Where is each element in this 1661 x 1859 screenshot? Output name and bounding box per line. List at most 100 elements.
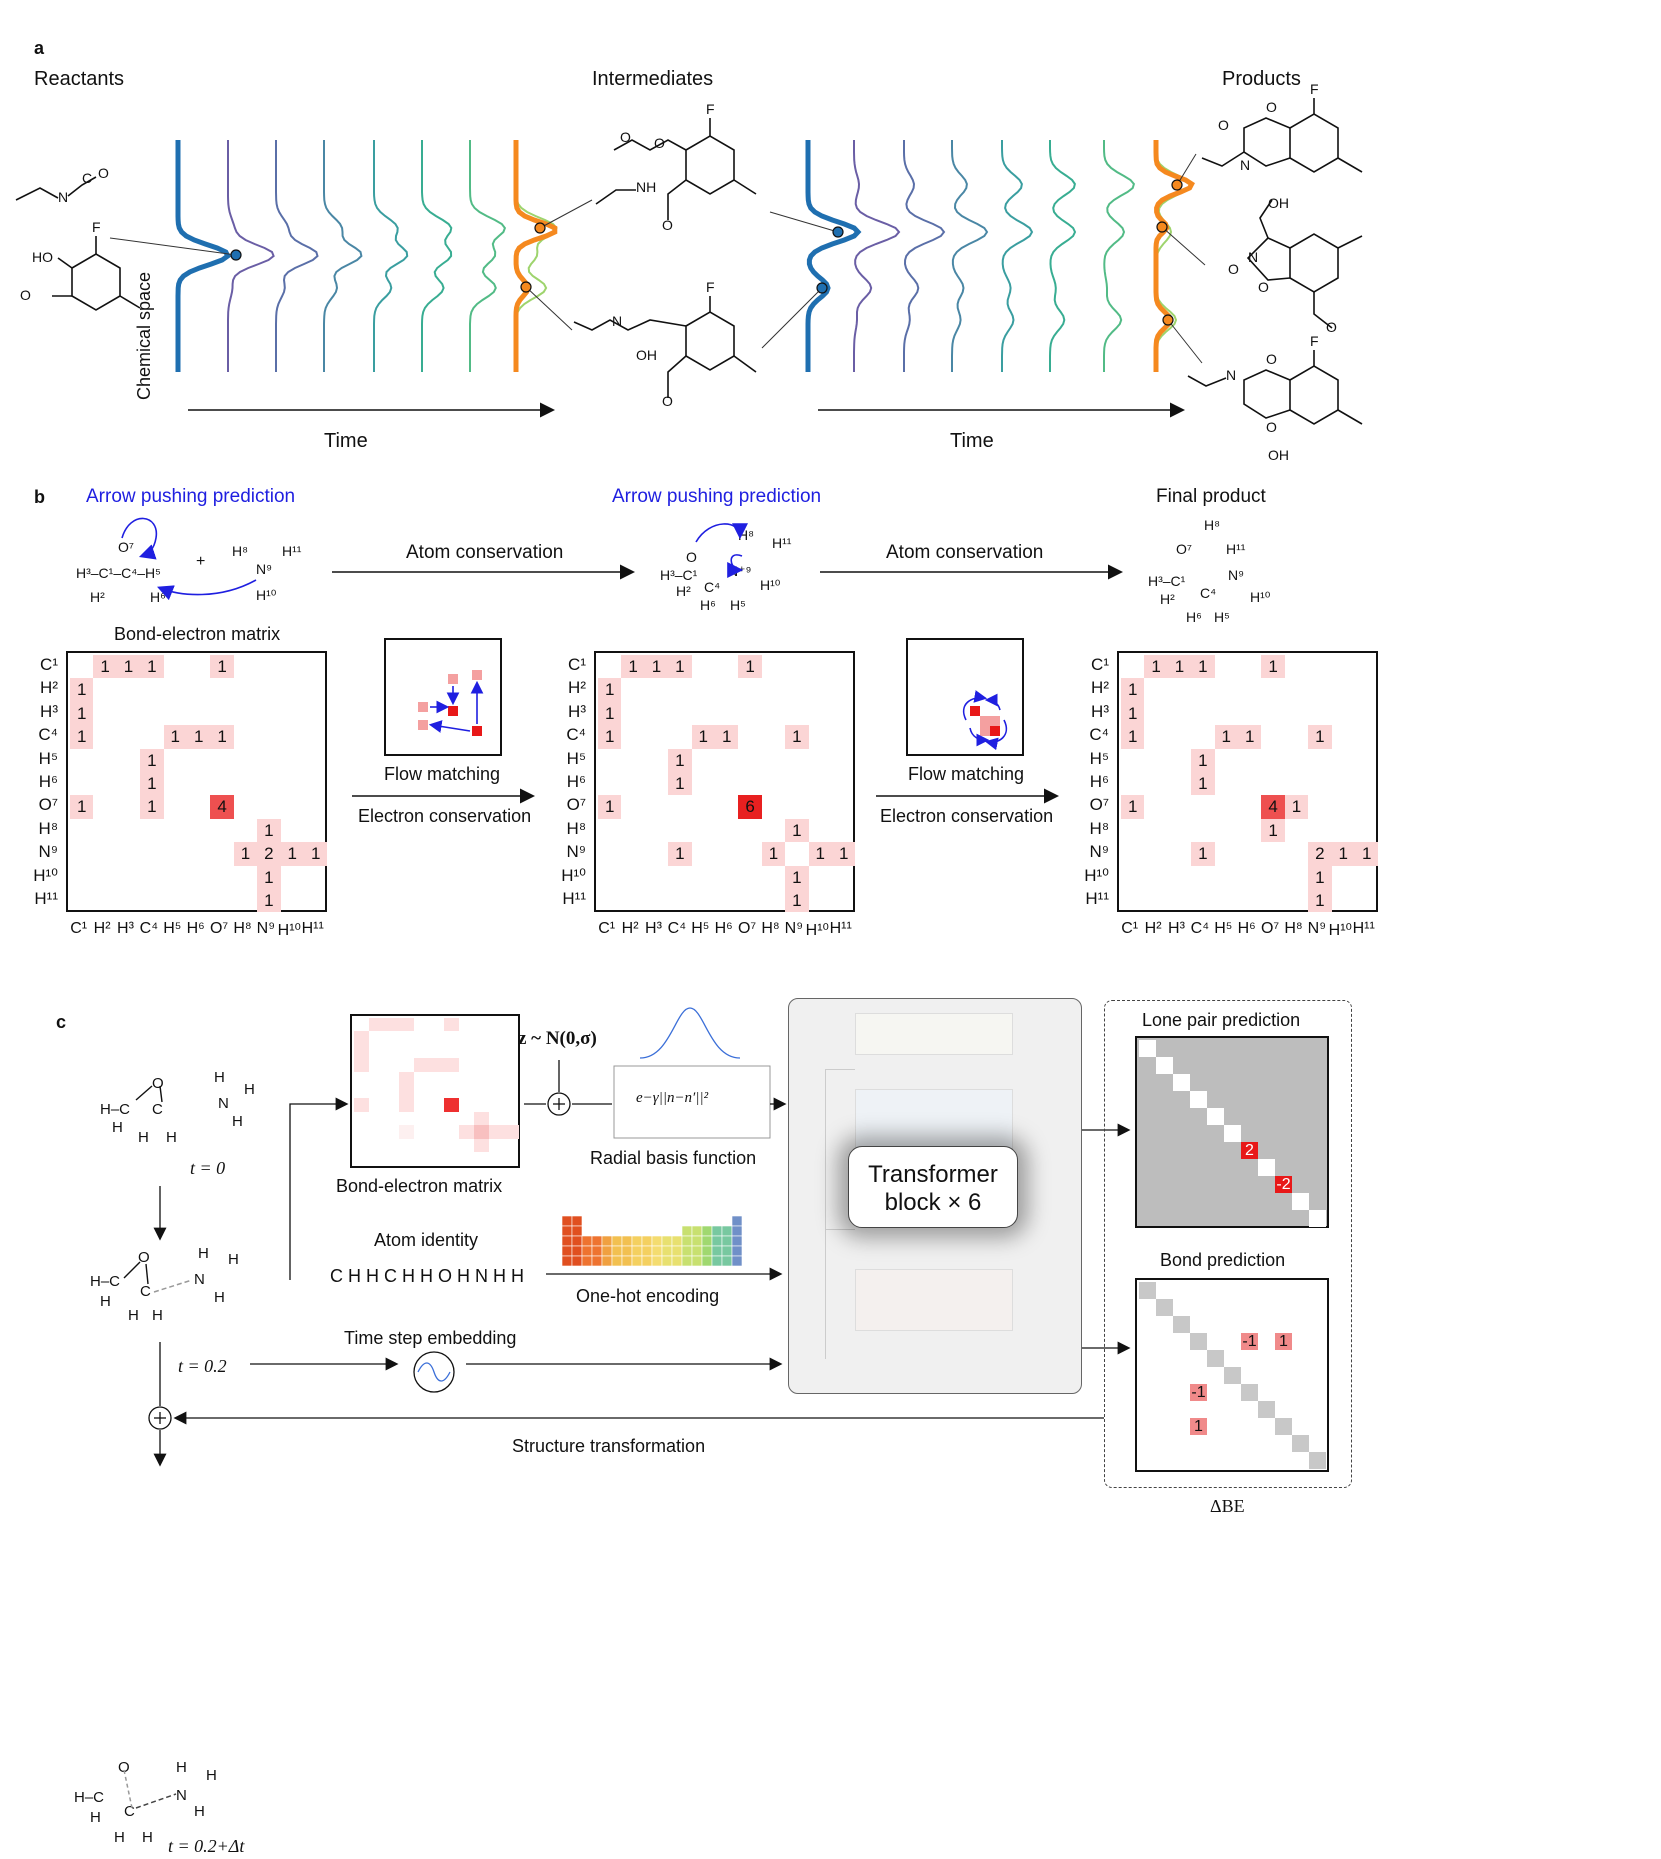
svg-text:H: H: [228, 1251, 239, 1268]
periodic-table-cell: [701, 1245, 713, 1257]
matrix-cell: 1: [668, 748, 692, 772]
matrix-col-label: H¹¹: [1352, 920, 1375, 937]
matrix-row-label: H²: [40, 678, 58, 698]
bond-diagonal-cell: [1309, 1452, 1326, 1469]
periodic-table-cell: [641, 1245, 653, 1257]
matrix-cell: 1: [70, 725, 94, 749]
flow-matching-label-1: Flow matching: [384, 764, 501, 784]
matrix-cell: 1: [1121, 678, 1145, 702]
one-hot-label: One-hot encoding: [576, 1286, 720, 1306]
matrix-cell: 1: [187, 725, 211, 749]
matrix-col-label: O⁷: [209, 920, 229, 937]
matrix-cell: 1: [1308, 889, 1332, 913]
atom-identity-label: Atom identity: [374, 1230, 479, 1250]
final-product-label: Final product: [1156, 486, 1266, 507]
svg-text:H¹⁰: H¹⁰: [760, 577, 781, 593]
periodic-table-cell: [671, 1235, 683, 1247]
matrix-cell: 1: [280, 842, 304, 866]
small-matrix-cell: [444, 1058, 459, 1072]
small-matrix-cell: [459, 1125, 474, 1139]
lone-pair-diagonal-cell: [1139, 1040, 1156, 1057]
matrix-cell: 1: [140, 748, 164, 772]
svg-text:H⁶: H⁶: [1186, 609, 1202, 625]
matrix-cell: 1: [1214, 725, 1238, 749]
svg-text:F: F: [1310, 333, 1319, 349]
small-matrix-cell: [399, 1071, 414, 1085]
electron-conservation-label-1: Electron conservation: [358, 806, 532, 826]
svg-text:H¹¹: H¹¹: [772, 535, 792, 551]
svg-text:N: N: [1226, 367, 1236, 383]
matrix-cell: 1: [140, 772, 164, 796]
lone-pair-diagonal-cell: [1224, 1125, 1241, 1142]
small-matrix-cell: [354, 1058, 369, 1072]
matrix-cell: 1: [116, 655, 141, 679]
svg-text:H²: H²: [1160, 591, 1175, 607]
periodic-table-cell: [681, 1225, 693, 1237]
small-matrix-cell: [444, 1098, 459, 1112]
bond-diagonal-cell: [1156, 1299, 1173, 1316]
matrix-col-label: H³: [645, 920, 662, 937]
matrix-col-label: H²: [621, 920, 639, 937]
bond-diagonal-cell: [1292, 1435, 1309, 1452]
bond-diagonal-cell: [1241, 1384, 1258, 1401]
periodic-table-cell: [681, 1235, 693, 1247]
matrix-row-label: H³: [40, 701, 58, 721]
svg-text:H¹⁰: H¹⁰: [256, 587, 277, 603]
lone-pair-diagonal-cell: [1173, 1074, 1190, 1091]
matrix-cell: 1: [668, 655, 692, 679]
electron-conservation-label-2: Electron conservation: [880, 806, 1054, 826]
svg-text:O: O: [98, 165, 109, 181]
periodic-table-cell: [721, 1245, 733, 1257]
periodic-table-cell: [611, 1245, 623, 1257]
svg-text:N: N: [194, 1271, 205, 1288]
periodic-table-cell: [641, 1235, 653, 1247]
small-matrix-cell: [474, 1138, 489, 1152]
matrix-row-label: H¹¹: [34, 889, 58, 908]
small-matrix-cell: [354, 1044, 369, 1059]
svg-text:H: H: [194, 1803, 205, 1820]
svg-text:H⁵: H⁵: [730, 597, 746, 613]
reactants-label: Reactants: [34, 68, 125, 90]
small-matrix-cell: [399, 1018, 414, 1032]
matrix-row-label: H⁶: [38, 772, 58, 791]
matrix-cell: 1: [691, 725, 715, 749]
bond-prediction-label: Bond prediction: [1160, 1250, 1286, 1270]
matrix-cell: 6: [738, 795, 762, 819]
small-matrix-cell: [399, 1085, 414, 1099]
bond-electron-matrix-label: Bond-electron matrix: [114, 624, 281, 644]
matrix-row-label: H²: [568, 678, 586, 698]
svg-text:H: H: [142, 1829, 153, 1846]
periodic-table-cell: [581, 1235, 593, 1247]
lone-pair-matrix: 2-2: [1135, 1036, 1329, 1228]
svg-text:H²: H²: [90, 589, 105, 605]
matrix-col-label: O⁷: [737, 920, 757, 937]
matrix-row-label: H⁵: [566, 748, 586, 768]
periodic-table-cell: [671, 1245, 683, 1257]
periodic-table-cell: [571, 1215, 583, 1227]
periodic-table-cell: [711, 1255, 723, 1267]
svg-text:H–C: H–C: [90, 1273, 120, 1290]
svg-text:H¹¹: H¹¹: [1226, 541, 1246, 557]
matrix-col-label: H²: [1144, 920, 1162, 937]
svg-text:H⁶: H⁶: [700, 597, 716, 613]
matrix-row-label: C¹: [40, 655, 58, 674]
matrix-row-label: O⁷: [38, 795, 58, 815]
t0-label: t = 0: [190, 1158, 226, 1178]
arrow-pushing-label-1: Arrow pushing prediction: [86, 486, 296, 507]
matrix-cell: 1: [621, 655, 645, 679]
matrix-col-label: H¹¹: [829, 920, 852, 937]
svg-text:H⁶: H⁶: [150, 589, 166, 605]
matrix-cell: 1: [210, 655, 234, 679]
transformer-block: Transformer block × 6: [848, 1146, 1018, 1228]
svg-text:H: H: [114, 1829, 125, 1846]
bond-value-cell: 1: [1275, 1333, 1292, 1350]
bond-diagonal-cell: [1224, 1367, 1241, 1384]
lone-pair-diagonal-cell: [1309, 1210, 1326, 1227]
svg-text:N⁹: N⁹: [256, 561, 272, 577]
distribution-curve: [175, 140, 231, 372]
svg-text:F: F: [706, 279, 715, 295]
matrix-cell: 1: [304, 842, 328, 866]
structure-transformation-label: Structure transformation: [512, 1436, 706, 1456]
matrix-cell: 4: [210, 795, 234, 819]
